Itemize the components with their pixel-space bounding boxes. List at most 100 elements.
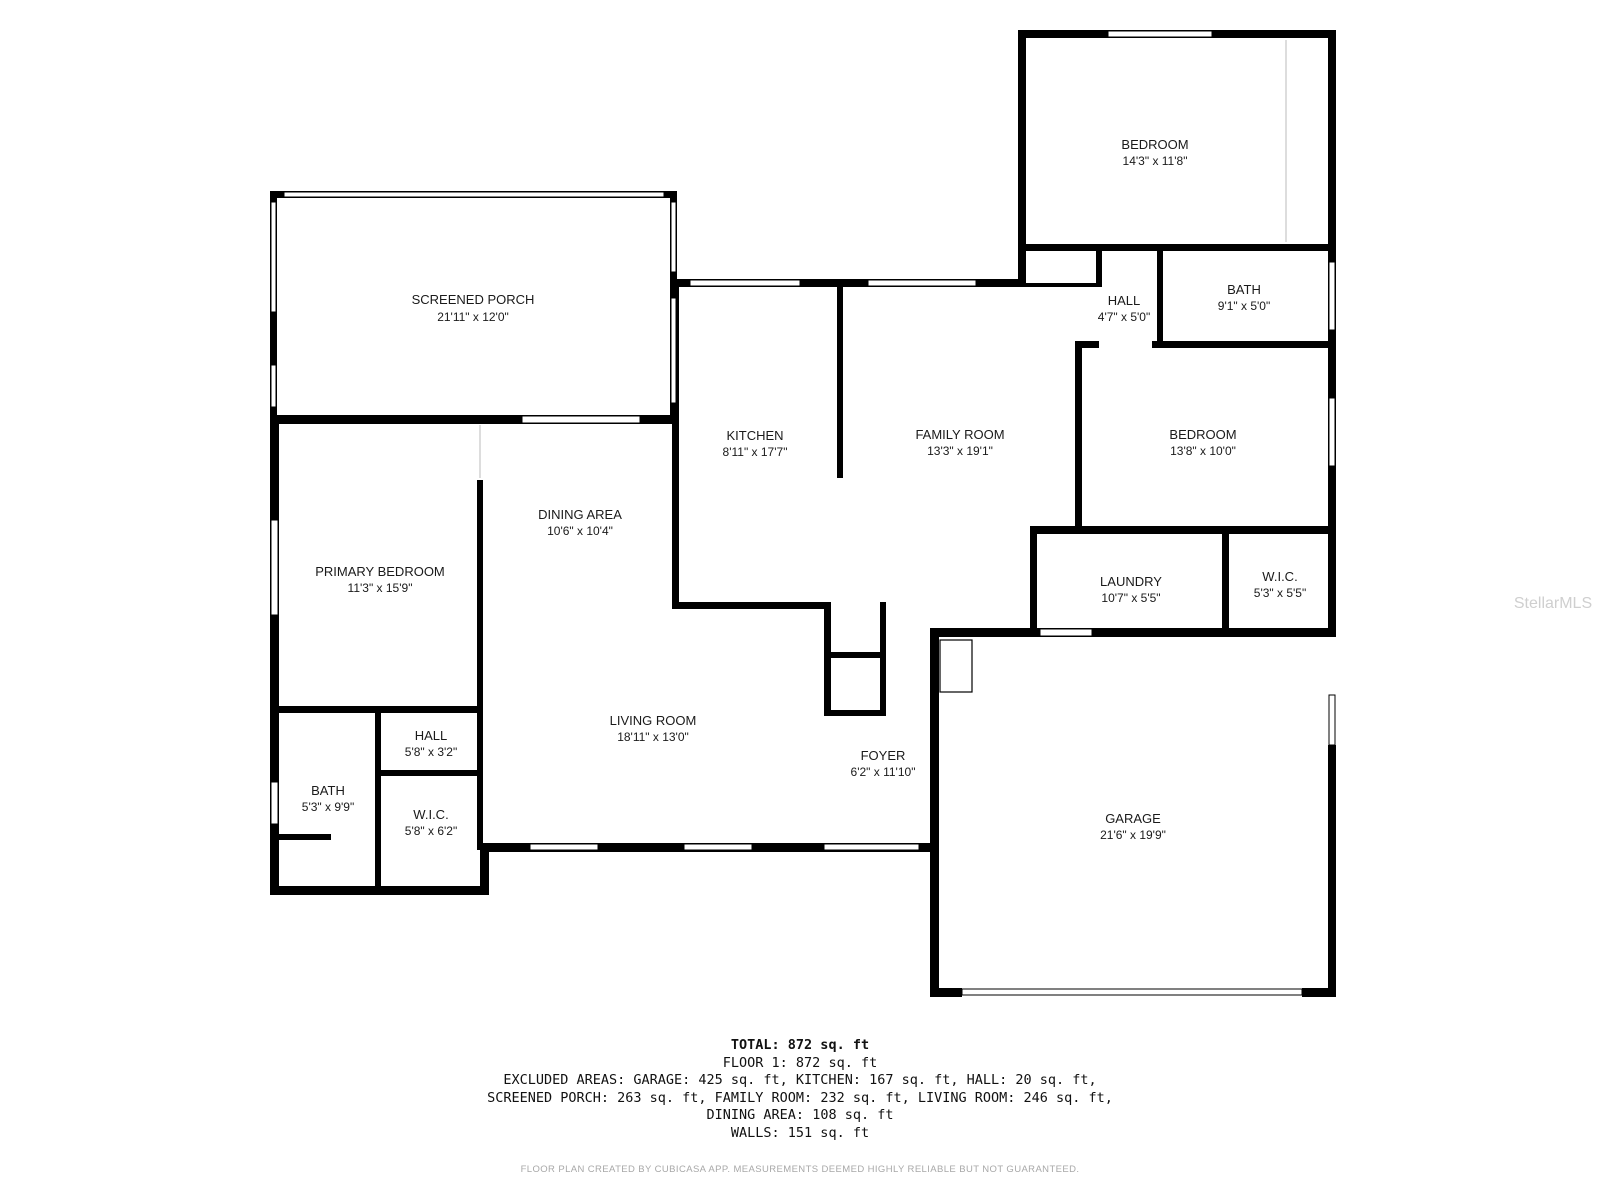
pantry-outer-right (880, 602, 886, 716)
garage-right-wall-lower (1328, 745, 1336, 997)
bath-top-bottom-wall (1152, 341, 1336, 348)
room-dims-hall-left: 5'8" x 3'2" (405, 745, 457, 759)
room-dims-dining-area: 10'6" x 10'4" (547, 524, 613, 538)
porch-window-right (670, 201, 677, 273)
kitchen-bottom-wall (672, 602, 830, 609)
room-label-kitchen: KITCHEN (726, 428, 783, 443)
garage-top-wall (930, 628, 1336, 637)
bath-wic-divider (375, 710, 381, 890)
room-dims-bath-left: 5'3" x 9'9" (302, 800, 354, 814)
kitchen-family-divider (837, 285, 843, 478)
porch-window-right-2 (670, 297, 677, 404)
room-label-garage: GARAGE (1105, 811, 1161, 826)
living-window-2 (683, 843, 753, 851)
porch-window-top (283, 191, 665, 198)
room-label-bath-left: BATH (311, 783, 345, 798)
room-dims-foyer: 6'2" x 11'10" (851, 765, 916, 779)
bath-window (270, 781, 279, 825)
room-label-wic-right: W.I.C. (1262, 569, 1297, 584)
family-window (867, 279, 977, 287)
bottom-left-wall (270, 886, 489, 895)
interior-lines (479, 40, 1287, 478)
room-label-screened-porch: SCREENED PORCH (412, 292, 535, 307)
room-dims-hall-top: 4'7" x 5'0" (1098, 310, 1150, 324)
room-dims-garage: 21'6" x 19'9" (1100, 828, 1166, 842)
bedroom-top-left-wall (1018, 30, 1026, 287)
right-outer-wall (1328, 30, 1336, 635)
room-dims-wic-left: 5'8" x 6'2" (405, 824, 457, 838)
garage-door (961, 988, 1303, 996)
living-window-1 (529, 843, 599, 851)
room-dims-living-room: 18'11" x 13'0" (617, 730, 689, 744)
room-label-hall-top: HALL (1108, 293, 1141, 308)
room-label-dining-area: DINING AREA (538, 507, 622, 522)
room-label-bedroom-mid: BEDROOM (1169, 427, 1236, 442)
bath-step-wall (480, 845, 489, 895)
walls (270, 30, 1336, 997)
laundry-garage-door (1039, 628, 1093, 637)
primary-right-wall (477, 480, 483, 850)
garage-bottom-left (930, 988, 962, 997)
room-label-laundry: LAUNDRY (1100, 574, 1162, 589)
garage-step (939, 639, 973, 693)
room-label-hall-left: HALL (415, 728, 448, 743)
bedroom-mid-top-left (1075, 341, 1099, 348)
hall-left-bottom-wall (380, 770, 480, 776)
disclaimer-text: FLOOR PLAN CREATED BY CUBICASA APP. MEAS… (520, 1164, 1080, 1175)
area-summary: TOTAL: 872 sq. ft FLOOR 1: 872 sq. ft EX… (0, 1037, 1600, 1142)
stellar-watermark: StellarMLS (1514, 595, 1592, 612)
room-dims-screened-porch: 21'11" x 12'0" (437, 310, 509, 324)
bath-stub-wall (279, 834, 331, 840)
bedroom-top-window-right (1328, 261, 1336, 331)
bath-top-left-wall (1157, 246, 1163, 346)
porch-window-left-2 (270, 364, 277, 408)
bedroom-mid-left-wall (1075, 341, 1082, 534)
primary-window (270, 519, 279, 616)
summary-excluded-3: DINING AREA: 108 sq. ft (706, 1107, 894, 1123)
garage-bottom-right (1302, 988, 1336, 997)
room-label-foyer: FOYER (861, 748, 906, 763)
room-labels: SCREENED PORCH 21'11" x 12'0" KITCHEN 8'… (302, 137, 1592, 842)
kitchen-left-wall (672, 282, 679, 608)
room-label-bath-top: BATH (1227, 282, 1261, 297)
summary-total: TOTAL: 872 sq. ft (730, 1037, 870, 1053)
room-label-living-room: LIVING ROOM (610, 713, 697, 728)
summary-excluded-1: EXCLUDED AREAS: GARAGE: 425 sq. ft, KITC… (503, 1072, 1097, 1088)
foyer-door (823, 843, 920, 851)
room-dims-bedroom-top: 14'3" x 11'8" (1123, 154, 1188, 168)
bedroom-top-window (1107, 30, 1213, 38)
hall-top-box-bottom (1022, 283, 1102, 287)
bedroom-top-bottom-wall (1018, 244, 1336, 251)
room-dims-bath-top: 9'1" x 5'0" (1218, 299, 1270, 313)
room-label-bedroom-top: BEDROOM (1121, 137, 1188, 152)
porch-bottom-wall (270, 415, 677, 424)
garage-side-window (1328, 694, 1336, 746)
room-dims-family-room: 13'3" x 19'1" (927, 444, 993, 458)
primary-bottom-wall (270, 706, 480, 713)
laundry-wic-divider (1222, 526, 1229, 636)
bedroom-mid-bottom-wall (1030, 526, 1336, 534)
room-dims-primary-bedroom: 11'3" x 15'9" (348, 581, 413, 595)
room-dims-wic-right: 5'3" x 5'5" (1254, 586, 1306, 600)
room-label-family-room: FAMILY ROOM (915, 427, 1004, 442)
pantry-bottom (824, 710, 886, 716)
porch-window-left (270, 201, 277, 313)
dining-opening (521, 415, 641, 424)
pantry-mid (824, 652, 886, 658)
pantry-outer-left (824, 602, 831, 716)
garage-left-wall (930, 628, 939, 996)
kitchen-window (689, 279, 801, 287)
laundry-left-wall (1030, 526, 1037, 636)
room-dims-laundry: 10'7" x 5'5" (1101, 591, 1160, 605)
room-label-primary-bedroom: PRIMARY BEDROOM (315, 564, 445, 579)
summary-walls: WALLS: 151 sq. ft (730, 1124, 870, 1141)
room-dims-kitchen: 8'11" x 17'7" (723, 445, 788, 459)
main-top-wall (672, 279, 1024, 287)
room-label-wic-left: W.I.C. (413, 807, 448, 822)
hall-top-box-right (1096, 246, 1102, 286)
summary-excluded-2: SCREENED PORCH: 263 sq. ft, FAMILY ROOM:… (487, 1089, 1113, 1106)
left-outer-wall (270, 415, 279, 895)
windows (270, 30, 1336, 996)
room-dims-bedroom-mid: 13'8" x 10'0" (1170, 444, 1236, 458)
